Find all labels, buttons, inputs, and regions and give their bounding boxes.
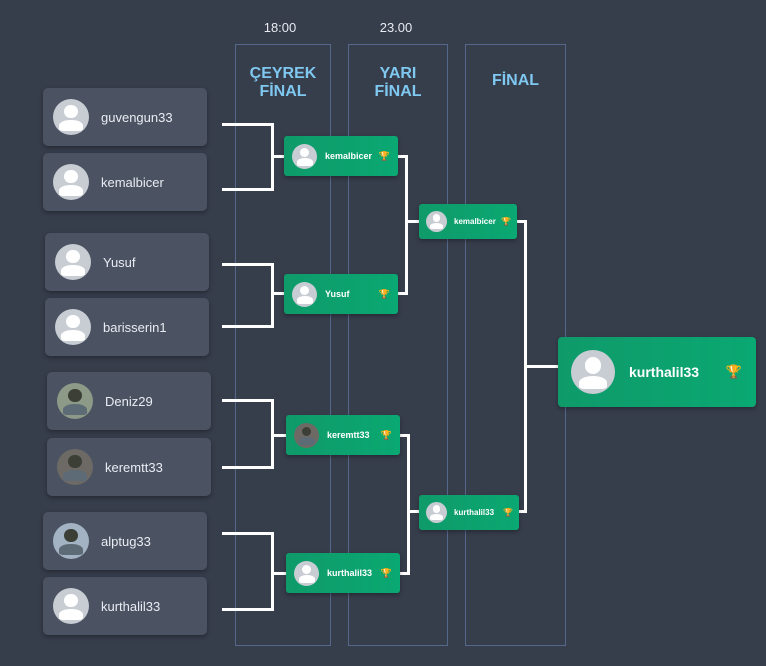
player-name: guvengun33 [101,109,173,125]
bracket-line [222,325,274,328]
column-title-semi-2: FİNAL [374,83,422,100]
trophy-icon: 🏆 [380,567,392,578]
bracket-line [271,434,286,437]
quarter-winner-3[interactable]: keremtt33 🏆 [286,415,400,455]
player-card-1[interactable]: guvengun33 [43,88,207,146]
trophy-icon: 🏆 [378,288,390,299]
player-card-2[interactable]: kemalbicer [43,153,207,211]
champion-name: kurthalil33 [629,364,700,380]
winner-name: kemalbicer [454,217,496,226]
winner-name: kurthalil33 [454,508,495,517]
column-title-semi-1: YARI [379,65,417,82]
trophy-icon: 🏆 [501,217,511,226]
player-name: kurthalil33 [101,598,161,614]
user-avatar-icon [426,502,447,523]
user-avatar-icon [292,281,317,307]
bracket-line [271,572,286,575]
bracket-line [398,292,408,295]
column-quarter-final: ÇEYREK FİNAL [235,44,331,646]
bracket-line [519,510,527,513]
player-card-6[interactable]: keremtt33 [47,438,211,496]
champion-card[interactable]: kurthalil33 🏆 [558,337,756,407]
player-card-7[interactable]: alptug33 [43,512,207,570]
bracket-line [222,399,274,402]
quarter-winner-4[interactable]: kurthalil33 🏆 [286,553,400,593]
bracket-line [222,466,274,469]
bracket-line [407,434,410,575]
time-quarter: 18:00 [263,20,297,35]
player-name: Yusuf [103,254,136,270]
user-avatar-icon [53,164,89,200]
user-photo-avatar [294,422,319,448]
trophy-icon: 🏆 [378,150,390,161]
bracket-line [271,263,274,328]
semi-winner-2[interactable]: kurthalil33 🏆 [419,495,519,530]
user-avatar-icon [53,588,89,624]
bracket-line [407,510,419,513]
bracket-line [400,572,410,575]
bracket-line [400,434,410,437]
time-semi: 23.00 [379,20,413,35]
bracket-line [271,292,284,295]
column-final: FİNAL [465,44,566,646]
player-name: keremtt33 [105,459,163,475]
column-title-quarter-1: ÇEYREK [249,65,317,82]
bracket-line [524,365,558,368]
user-avatar-icon [426,211,447,232]
player-name: kemalbicer [101,174,164,190]
player-card-3[interactable]: Yusuf [45,233,209,291]
player-card-4[interactable]: barisserin1 [45,298,209,356]
quarter-winner-2[interactable]: Yusuf 🏆 [284,274,398,314]
player-name: alptug33 [101,533,151,549]
bracket-line [271,532,274,611]
quarter-winner-1[interactable]: kemalbicer 🏆 [284,136,398,176]
user-avatar-icon [571,350,615,394]
user-avatar-icon [55,309,91,345]
bracket-line [222,123,274,126]
user-photo-avatar [57,449,93,485]
trophy-icon: 🏆 [380,429,392,440]
user-photo-avatar [57,383,93,419]
column-title-quarter-2: FİNAL [259,83,307,100]
player-name: Deniz29 [105,393,153,409]
bracket-line [405,220,419,223]
winner-name: kurthalil33 [327,568,373,578]
user-avatar-icon [292,143,317,169]
winner-name: keremtt33 [327,430,370,440]
bracket-line [222,608,274,611]
player-name: barisserin1 [103,319,167,335]
bracket-line [405,155,408,295]
column-title-final: FİNAL [491,72,540,89]
bracket-line [222,188,274,191]
bracket-line [271,155,284,158]
user-photo-avatar [53,523,89,559]
trophy-icon: 🏆 [503,508,513,517]
user-avatar-icon [55,244,91,280]
bracket-line [222,532,274,535]
bracket-line [398,155,408,158]
winner-name: kemalbicer [325,151,373,161]
column-semi-final: YARI FİNAL [348,44,448,646]
bracket-line [517,220,527,223]
bracket-line [222,263,274,266]
winner-name: Yusuf [325,289,350,299]
player-card-8[interactable]: kurthalil33 [43,577,207,635]
trophy-icon: 🏆 [725,364,742,379]
user-avatar-icon [294,560,319,586]
semi-winner-1[interactable]: kemalbicer 🏆 [419,204,517,239]
player-card-5[interactable]: Deniz29 [47,372,211,430]
user-avatar-icon [53,99,89,135]
